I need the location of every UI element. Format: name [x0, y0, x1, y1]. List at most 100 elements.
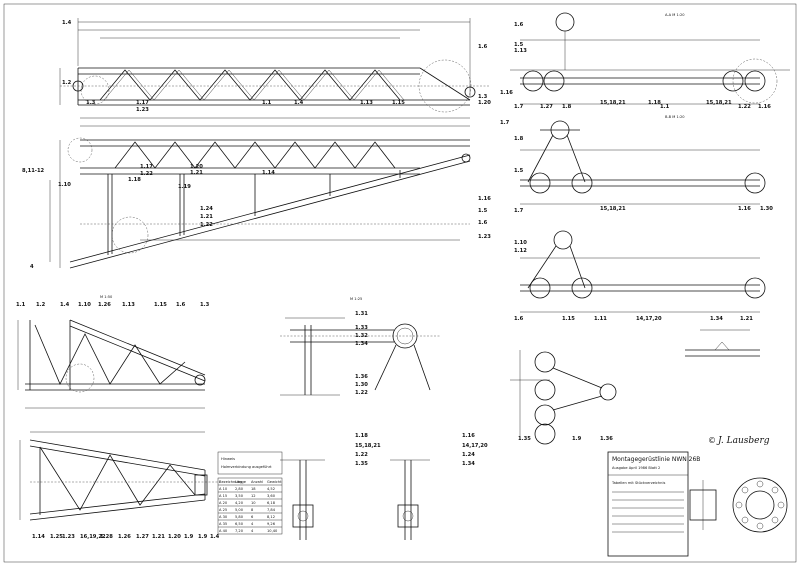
triangle-joint-view [510, 350, 617, 445]
part-label-middle: 1.17 [140, 164, 153, 170]
part-label-right_c: 1.34 [710, 316, 723, 322]
part-label-center: 1.30 [355, 382, 368, 388]
part-label-bottom_row: 16,19,22 [80, 534, 106, 540]
table-cell: 7,84 [267, 508, 276, 512]
part-label-right_d: 1.36 [600, 436, 613, 442]
part-label-detail_b: 1.34 [462, 461, 475, 467]
part-label-middle: 1.6 [478, 220, 488, 226]
part-label-bottom_row: 1.27 [136, 534, 149, 540]
part-label-bottom_left: 1.10 [78, 302, 91, 308]
table-cell: 9,26 [267, 522, 276, 526]
part-label-bottom_left: 1.26 [98, 302, 111, 308]
part-label-top: 1.20 [478, 100, 491, 106]
note-line-1: Hinweis [221, 457, 235, 461]
part-label-bottom_left: 1.4 [60, 302, 70, 308]
section-label-top-right: A-A M 1:20 [665, 13, 685, 17]
part-label-middle: 1.24 [200, 206, 213, 212]
table-cell: 4 [251, 522, 254, 526]
part-label-top: 1.6 [478, 44, 488, 50]
drawing-subtitle: Ausgabe April 1986 Blatt 2 [612, 466, 660, 470]
bottom-detail-views [280, 459, 430, 540]
table-cell: 4,52 [267, 487, 275, 491]
part-label-top: 1.16 [500, 90, 513, 96]
section-label-left-view: M 1:50 [100, 295, 113, 299]
title-notes [612, 491, 684, 533]
table-cell: 5,80 [235, 515, 244, 519]
table-cell: A 30 [219, 515, 228, 519]
part-label-middle: 1.23 [478, 234, 491, 240]
part-label-top: 1.15 [392, 100, 405, 106]
part-label-center: 1.32 [355, 333, 368, 339]
part-label-middle: 1.19 [178, 184, 191, 190]
copyright-mark: © [708, 436, 716, 445]
part-label-right_a: 15,18,21 [706, 100, 732, 106]
part-label-detail_a: 1.18 [355, 433, 368, 439]
part-label-detail_a: 1.35 [355, 461, 368, 467]
part-label-left_side: 1.10 [58, 182, 71, 188]
bottom-left-truss-view [17, 319, 206, 409]
part-label-right_a: 1.5 [514, 42, 524, 48]
table-cell: A 10 [219, 487, 228, 491]
table-cell: 3,50 [235, 494, 244, 498]
drawing-title: Montagegerüstlinie NWN 26B [612, 456, 700, 463]
part-label-bottom_row: 1.20 [168, 534, 181, 540]
table-cell: 18 [251, 487, 256, 491]
table-header-cell: Bezeichnung [219, 480, 242, 484]
part-label-right_c: 14,17,20 [636, 316, 662, 322]
part-label-top: 1.4 [294, 100, 304, 106]
part-label-right_a: 1.27 [540, 104, 553, 110]
part-label-right_c: 1.15 [562, 316, 575, 322]
part-label-middle: 1.14 [262, 170, 275, 176]
note-block: Hinweis Holmverbindung ausgeführt [217, 451, 283, 475]
table-cell: A 20 [219, 501, 228, 505]
part-label-bottom_row: 1.21 [152, 534, 165, 540]
table-cell: 10 [251, 501, 256, 505]
part-label-center: 1.36 [355, 374, 368, 380]
part-label-top: 1.23 [136, 107, 149, 113]
flange-detail [689, 477, 788, 533]
top-truss-view [59, 18, 490, 113]
table-cell: A 35 [219, 522, 227, 526]
part-label-top: 1.7 [500, 120, 510, 126]
table-cell: 5,00 [235, 508, 244, 512]
part-label-right_c: 1.10 [514, 240, 527, 246]
table-cell: A 25 [219, 508, 227, 512]
table-cell: 6,18 [267, 501, 276, 505]
bottom-plan-view [19, 431, 220, 521]
part-label-bottom_left: 1.6 [176, 302, 186, 308]
part-label-top: 1.4 [62, 20, 72, 26]
table-cell: 12 [251, 494, 256, 498]
part-label-right_c: 1.21 [740, 316, 753, 322]
legend-label: Tabellen mit Stückverzeichnis [611, 481, 665, 485]
part-label-right_a: 1.13 [514, 48, 527, 54]
part-label-right_b: 1.5 [514, 168, 524, 174]
part-label-middle: 1.22 [140, 171, 153, 177]
part-label-right_d: 1.35 [518, 436, 531, 442]
center-section-view [280, 317, 440, 396]
part-label-right_b: 1.16 [738, 206, 751, 212]
note-line-2: Holmverbindung ausgeführt [221, 465, 272, 469]
part-label-right_a: 1.8 [562, 104, 572, 110]
part-label-bottom_row: 1.9 [198, 534, 208, 540]
table-cell: 4,20 [235, 501, 244, 505]
table-header-cell: Gewicht [267, 480, 282, 484]
part-label-right_b: 1.30 [760, 206, 773, 212]
table-cell: 6,50 [235, 522, 244, 526]
table-cell: 2,80 [235, 487, 244, 491]
table-header-cell: Anzahl [251, 480, 263, 484]
middle-truss-view [49, 117, 471, 269]
part-label-top: 1.17 [136, 100, 149, 106]
part-label-bottom_left: 1.13 [122, 302, 135, 308]
part-label-right_b: 1.8 [514, 136, 524, 142]
table-cell: 6 [251, 515, 254, 519]
part-label-right_a: 1.18 [648, 100, 661, 106]
table-cell: 8 [251, 508, 254, 512]
part-label-bottom_row: 1.26 [118, 534, 131, 540]
table-cell: 4 [251, 529, 254, 533]
sheet-border [3, 3, 797, 563]
part-label-bottom_row: 1.14 [32, 534, 45, 540]
part-label-middle: 1.21 [200, 214, 213, 220]
part-label-bottom_left: 1.15 [154, 302, 167, 308]
